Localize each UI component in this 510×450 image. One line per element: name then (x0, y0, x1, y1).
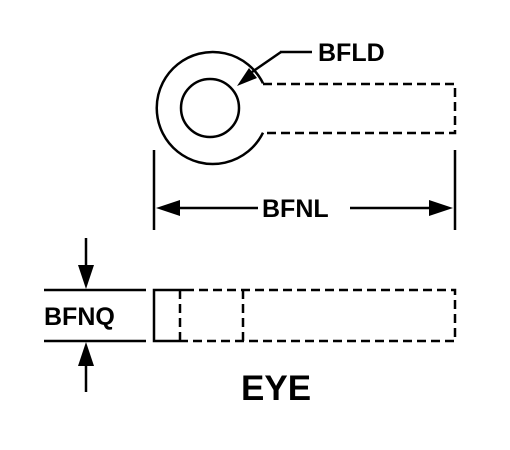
bfnl-dimension (152, 150, 457, 230)
eye-outer-ring (155, 50, 265, 166)
bfnq-arrow-top (78, 265, 94, 289)
side-view-solid-outline (152, 288, 185, 343)
eye-inner-hole (179, 77, 241, 139)
bfld-leader (237, 50, 312, 86)
side-view-dashed-outline (185, 288, 457, 343)
bfnq-arrow-bottom (78, 342, 94, 366)
diagram-title: EYE (241, 369, 311, 408)
bfnl-arrow-left (156, 200, 180, 216)
bfnl-arrow-right (429, 200, 453, 216)
eye-top-view (155, 50, 457, 166)
bfld-label: BFLD (318, 39, 385, 67)
bfld-leader-diagonal (251, 50, 282, 74)
shank-outline-dashed (263, 82, 457, 135)
eye-side-view (152, 288, 457, 343)
bfnq-dimension (44, 238, 146, 392)
bfnl-label: BFNL (262, 195, 329, 223)
bfld-arrowhead (237, 68, 257, 86)
bfnq-label: BFNQ (44, 303, 115, 331)
